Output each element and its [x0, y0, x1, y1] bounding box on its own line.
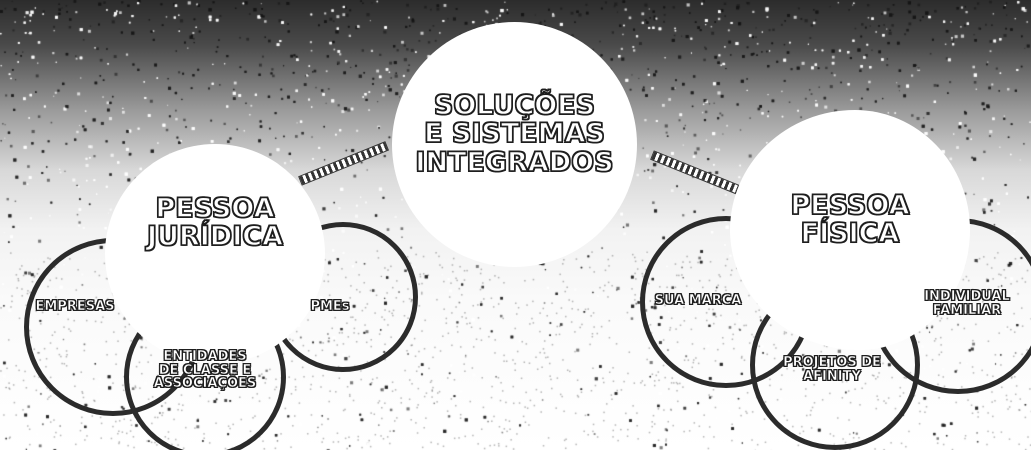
- solucoes-label: SOLUÇÕES E SISTEMAS INTEGRADOS: [415, 90, 615, 178]
- sua-marca-label: SUA MARCA: [654, 293, 742, 308]
- afinity-label: PROJETOS DE AFINITY: [783, 355, 881, 384]
- solucoes-circle: [392, 22, 637, 267]
- pessoa-fisica-label: PESSOA FÍSICA: [790, 190, 910, 250]
- individual-label: INDIVIDUAL FAMILIAR: [924, 289, 1010, 318]
- pmes-label: PMEs: [310, 299, 350, 314]
- pessoa-juridica-label: PESSOA JURÍDICA: [146, 193, 283, 253]
- pessoa-fisica-circle: [730, 110, 970, 350]
- entidades-label: ENTIDADES DE CLASSE E ASSOCIAÇÕES: [153, 349, 257, 392]
- pessoa-juridica-circle: [105, 144, 325, 364]
- empresas-label: EMPRESAS: [35, 299, 115, 314]
